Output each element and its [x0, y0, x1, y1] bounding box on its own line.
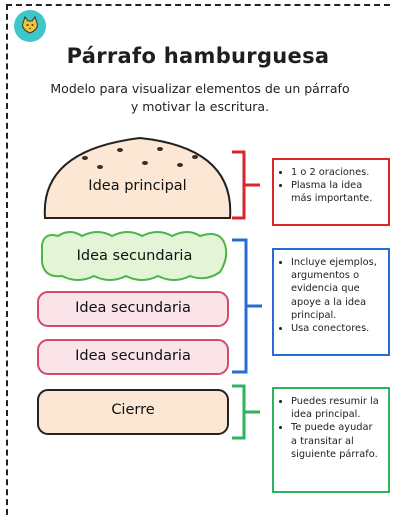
secondary-ideas-note: Incluye ejemplos, argumentos o evidencia…	[272, 248, 390, 356]
sesame-seeds	[82, 147, 198, 169]
bottom-bun-shape	[37, 389, 229, 435]
page-dashed-border	[6, 4, 390, 515]
closing-note-item: Puedes resumir la idea principal.	[291, 395, 380, 421]
secondary-idea-label-1: Idea secundaria	[76, 248, 193, 264]
secondary-ideas-note-item: Usa conectores.	[291, 322, 380, 335]
cat-face-graphic	[22, 15, 38, 34]
closing-note-item: Te puede ayudar a transitar al siguiente…	[291, 421, 380, 461]
cat-face-icon	[14, 10, 46, 42]
red-bracket	[232, 150, 260, 220]
main-idea-note-item: 1 o 2 oraciones.	[291, 166, 380, 179]
top-bun-label: Idea principal	[88, 178, 187, 194]
patty-2-shape	[37, 339, 229, 375]
page-subtitle: Modelo para visualizar elementos de un p…	[40, 80, 360, 116]
page-title: Párrafo hamburguesa	[66, 44, 330, 68]
blue-bracket	[232, 238, 262, 374]
secondary-idea-label-2: Idea secundaria	[75, 300, 191, 316]
green-bracket	[232, 384, 260, 440]
subtitle-line-2: y motivar la escritura.	[130, 99, 270, 114]
top-bun-shape	[43, 136, 232, 219]
closing-note: Puedes resumir la idea principal. Te pue…	[272, 387, 390, 493]
main-idea-note-item: Plasma la idea más importante.	[291, 179, 380, 205]
secondary-ideas-note-item: Incluye ejemplos, argumentos o evidencia…	[291, 256, 380, 322]
subtitle-line-1: Modelo para visualizar elementos de un p…	[50, 81, 350, 96]
patty-1-shape	[37, 291, 229, 327]
main-idea-note: 1 o 2 oraciones. Plasma la idea más impo…	[272, 158, 390, 226]
secondary-idea-label-3: Idea secundaria	[75, 348, 191, 364]
bottom-bun-label: Cierre	[111, 402, 155, 418]
lettuce-shape	[41, 231, 228, 281]
